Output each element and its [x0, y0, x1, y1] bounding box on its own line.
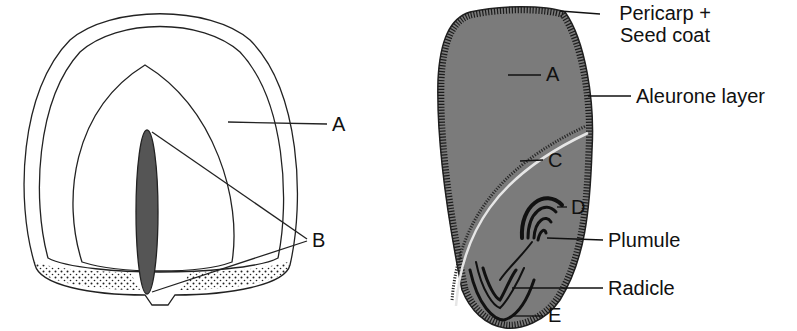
part-label: Aleurone layer [636, 85, 765, 107]
leader-line [512, 287, 603, 288]
leader-line [508, 74, 541, 75]
leader-line [512, 315, 543, 316]
coleoptile [528, 207, 556, 238]
part-label: C [548, 149, 562, 171]
part-label: D [571, 196, 585, 218]
embryo-axis [500, 242, 532, 280]
plumule-leaf [534, 219, 551, 238]
part-label: A [332, 113, 345, 135]
plumule-tip [538, 230, 546, 240]
seed-outline [24, 14, 297, 305]
coleorhiza [470, 270, 534, 320]
part-label: E [548, 304, 561, 326]
part-label: B [312, 229, 325, 251]
leader-line [557, 206, 567, 207]
leader-line [152, 132, 307, 239]
aleurone-band [438, 7, 593, 329]
leader-line [588, 95, 631, 96]
maize-grain [438, 7, 631, 329]
scutellum-boundary [456, 133, 588, 306]
radicle [476, 262, 524, 308]
leader-line [547, 238, 603, 240]
seed-coat-inner [39, 27, 283, 273]
leader-line [152, 241, 307, 292]
leader-line [520, 160, 543, 161]
part-label: Pericarp + Seed coat [604, 2, 726, 46]
leader-line [228, 122, 327, 124]
leader-line [560, 11, 600, 14]
embryo-axis [136, 130, 158, 294]
part-label: A [546, 63, 559, 85]
part-label: Plumule [608, 229, 680, 251]
part-label: Radicle [608, 277, 675, 299]
grain-fill [438, 7, 593, 329]
dicot-seed [24, 14, 327, 305]
